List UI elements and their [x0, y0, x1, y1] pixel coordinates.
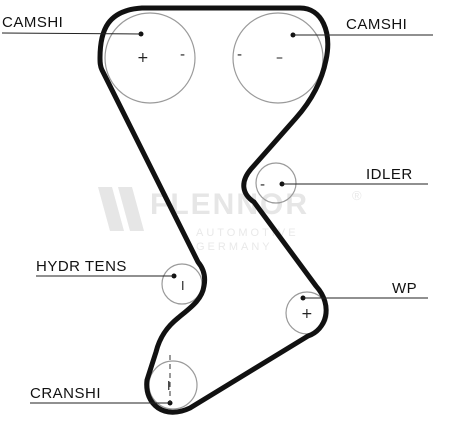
crankshaft-label: CRANSHI: [30, 385, 101, 402]
camshaft-right-label: CAMSHI: [346, 16, 407, 33]
idler-pulley: [255, 162, 297, 204]
watermark: FLENNOR ® AUTOMOTIVE GERMANY: [98, 187, 365, 253]
camshaft-left-pulley: [104, 12, 196, 104]
hydraulic-tensioner-label: HYDR TENS: [36, 258, 127, 275]
idler-label: IDLER: [366, 166, 413, 183]
camshaft-right-pulley: [232, 12, 324, 104]
watermark-sub-automotive: AUTOMOTIVE: [196, 227, 299, 239]
camshaft-left-plus-mark: +: [137, 50, 149, 66]
camshaft-left-minus-mark: -: [180, 47, 185, 63]
hydraulic-tensioner-mark: I: [181, 279, 185, 293]
watermark-registered: ®: [352, 188, 365, 203]
water-pump-plus-mark: +: [301, 306, 313, 322]
camshaft-left-leader: [1, 32, 142, 35]
crankshaft-mark: I: [167, 379, 171, 393]
watermark-logo-mark-2: [118, 187, 144, 231]
crankshaft-pulley: [148, 360, 198, 410]
idler-minus-mark: -: [260, 177, 265, 193]
timing-belt: [97, 5, 331, 415]
camshaft-right-minus-mark-b: –: [276, 50, 283, 66]
camshaft-left-label: CAMSHI: [2, 14, 63, 31]
watermark-logo-mark: [98, 187, 124, 231]
watermark-sub-germany: GERMANY: [196, 241, 273, 253]
water-pump-label: WP: [392, 280, 417, 297]
camshaft-right-minus-mark-a: -: [237, 47, 242, 63]
